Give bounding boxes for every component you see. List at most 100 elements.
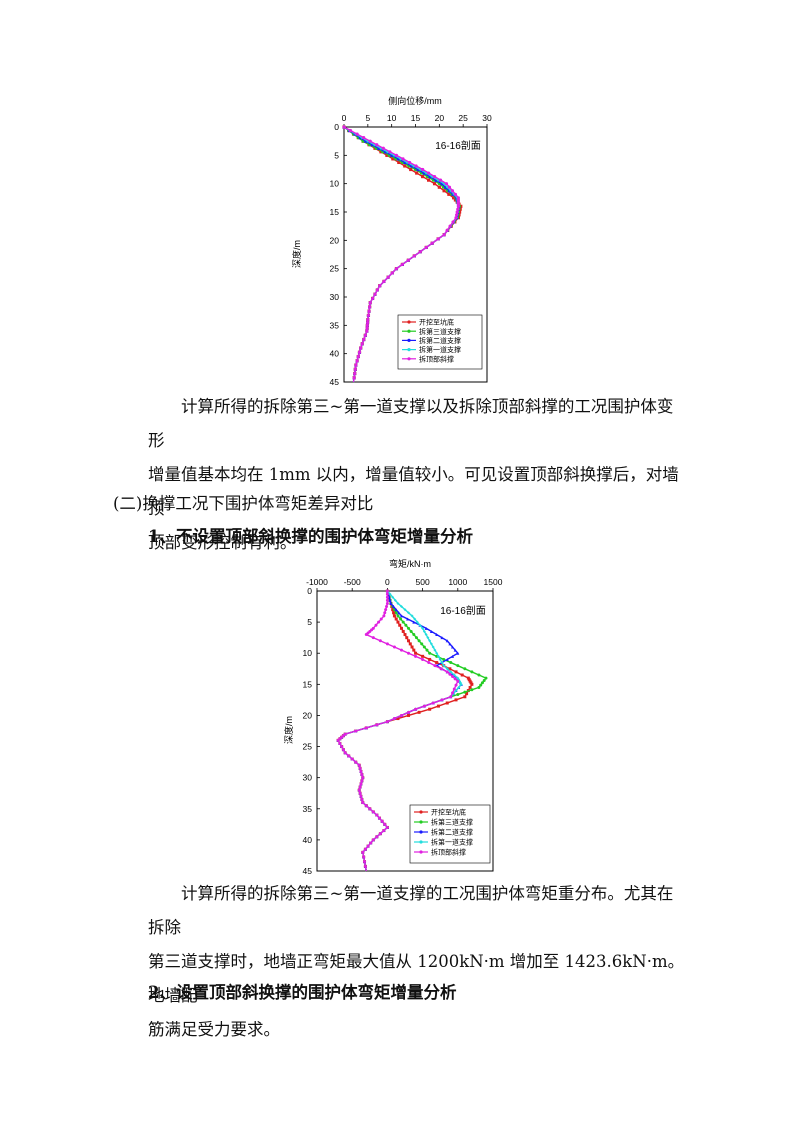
series-point	[368, 305, 372, 309]
series-point	[435, 661, 439, 665]
series-point	[371, 636, 375, 640]
legend-label: 拆第一道支撑	[419, 345, 461, 354]
legend-marker	[407, 338, 411, 342]
series-point	[384, 608, 388, 612]
series-point	[359, 769, 363, 773]
series-point	[412, 633, 416, 637]
series-point	[418, 250, 422, 254]
series-point	[418, 623, 422, 627]
series-point	[407, 713, 411, 717]
series-point	[391, 595, 395, 599]
series-point	[424, 633, 428, 637]
series-point	[399, 614, 403, 618]
series-point	[457, 678, 461, 682]
series-point	[403, 633, 407, 637]
series-point	[421, 626, 425, 630]
series-point	[477, 685, 481, 689]
series-point	[385, 595, 389, 599]
series-point	[391, 608, 395, 612]
series-point	[448, 224, 452, 228]
y-tick-label: 35	[303, 804, 313, 814]
series-point	[403, 160, 407, 165]
y-tick-label: 10	[303, 648, 313, 658]
series-point	[454, 670, 458, 674]
series-point	[382, 614, 386, 618]
series-point	[470, 670, 474, 674]
series-point	[414, 707, 418, 711]
legend-marker	[407, 348, 411, 352]
y-tick-label: 5	[334, 150, 339, 160]
series-point	[407, 710, 411, 714]
series-point	[484, 676, 488, 680]
y-tick-label: 25	[330, 264, 340, 274]
series-point	[385, 642, 389, 646]
legend-label: 拆顶部斜撑	[431, 848, 466, 857]
series-point	[390, 153, 394, 157]
y-tick-label: 20	[330, 235, 340, 245]
series-point	[432, 174, 437, 179]
series-point	[396, 614, 400, 618]
series-point	[391, 157, 395, 161]
series-point	[445, 667, 449, 671]
series-point	[385, 589, 389, 593]
series-point	[375, 143, 379, 147]
series-point	[368, 301, 372, 305]
legend-marker	[419, 850, 423, 854]
series-point	[401, 157, 405, 161]
series-point	[362, 855, 366, 859]
series-point	[412, 648, 416, 652]
series-point	[456, 204, 460, 208]
series-point	[388, 150, 392, 154]
series-point	[469, 681, 473, 685]
series-point	[410, 645, 414, 649]
series-point	[445, 639, 449, 643]
series-point	[435, 633, 439, 637]
series-point	[358, 791, 362, 795]
series-point	[373, 292, 377, 296]
paragraph-line: 顶部变形控制有利。	[148, 533, 297, 552]
series-point	[436, 654, 440, 658]
series-point	[353, 371, 357, 376]
series-point	[440, 698, 444, 702]
paragraph-line: 筋满足受力要求。	[148, 1020, 280, 1039]
series-point	[371, 296, 375, 301]
series-point	[392, 605, 396, 609]
series-point	[440, 661, 444, 665]
x-tick-label: 1500	[484, 577, 503, 587]
series-point	[348, 128, 353, 133]
y-tick-label: 40	[303, 835, 313, 845]
legend-label: 拆第二道支撑	[431, 828, 473, 837]
series-point	[378, 832, 382, 836]
series-point	[443, 185, 448, 189]
series-point	[447, 192, 451, 196]
series-point	[407, 639, 411, 643]
series-point	[451, 675, 455, 679]
series-point	[442, 189, 446, 193]
series-point	[375, 288, 379, 292]
series-point	[409, 629, 413, 633]
series-point	[364, 726, 368, 730]
series-point	[429, 629, 433, 633]
y-tick-label: 30	[330, 292, 340, 302]
series-point	[360, 342, 364, 346]
y-axis-title: 深度/m	[291, 240, 302, 268]
x-tick-label: 1000	[448, 577, 467, 587]
series-point	[363, 333, 367, 337]
series-point	[445, 701, 449, 705]
x-tick-label: 0	[342, 113, 347, 123]
series-point	[455, 210, 459, 214]
series-point	[385, 825, 389, 829]
paragraph-line: 第三道支撑时，地墙正弯矩最大值从 1200kN·m 增加至 1423.6kN·m…	[148, 952, 685, 1005]
series-point	[424, 626, 428, 630]
series-point	[418, 167, 422, 172]
series-point	[399, 617, 403, 621]
series-point	[397, 160, 401, 165]
x-tick-label: 30	[482, 113, 492, 123]
series-point	[421, 174, 425, 179]
y-tick-label: 40	[330, 349, 340, 359]
series-point	[360, 797, 364, 801]
